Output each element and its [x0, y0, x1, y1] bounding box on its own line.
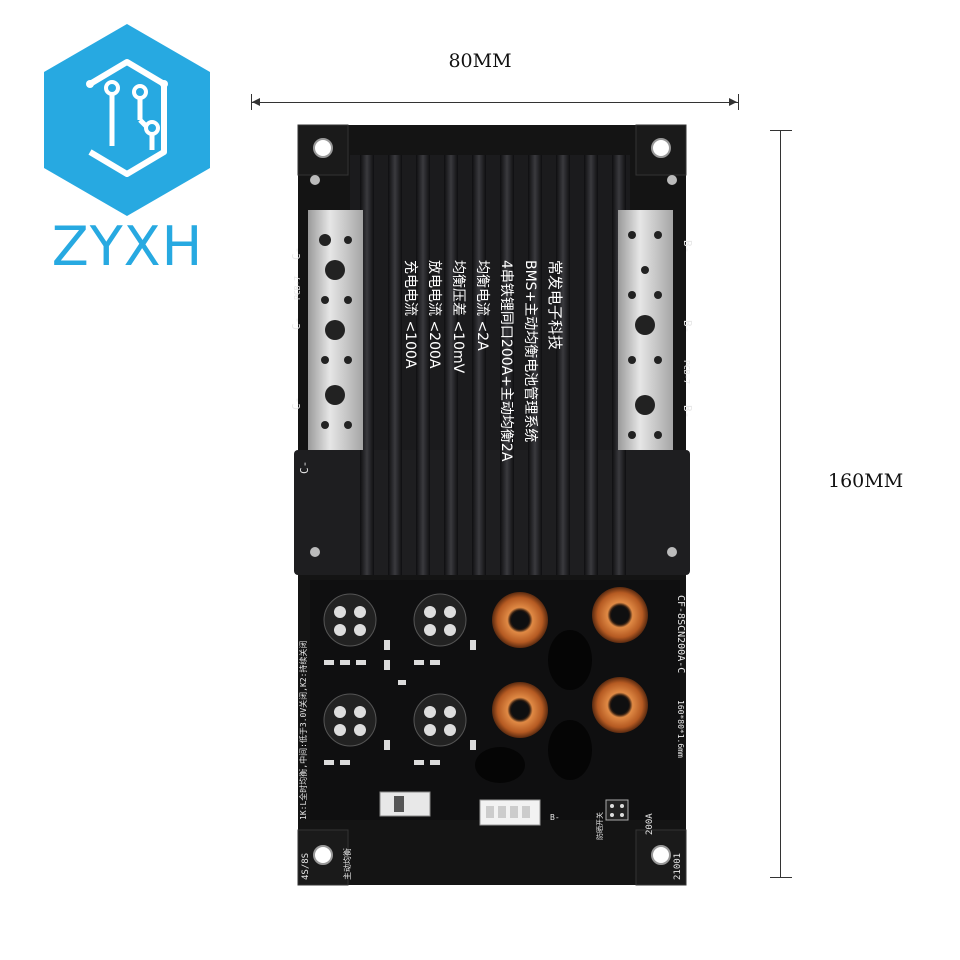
capacitor-cluster-2	[413, 593, 467, 647]
hexagon-circuit-icon	[44, 24, 210, 216]
width-tick-right	[738, 94, 739, 110]
capacitor-cluster-4	[413, 693, 467, 747]
silk-series: 4S/8S	[301, 853, 311, 880]
heatsink-line-6: 充电电流 <100A	[402, 260, 418, 369]
svg-text:C-: C-	[298, 461, 311, 474]
heatsink-line-3: 均衡电流 <2A	[474, 260, 490, 351]
silk-b-minus-bottom: B-	[550, 813, 560, 822]
width-tick-left	[251, 94, 252, 110]
pin-header	[605, 799, 629, 821]
heatsink-fins	[360, 155, 626, 575]
heatsink-label: 常发电子科技 BMS+主动均衡电池管理系统 4串铁锂同口200A+主动均衡2A …	[402, 260, 564, 462]
toroid-inductor-3	[492, 682, 548, 738]
heatsink-line-2: 4串铁锂同口200A+主动均衡2A	[498, 260, 514, 462]
height-dimension-line	[780, 130, 781, 878]
brand-logo: ZYXH	[40, 22, 215, 277]
bus-bar-right	[618, 210, 673, 450]
heatsink-line-5: 放电电流 <200A	[426, 260, 442, 369]
toroid-inductor-1	[492, 592, 548, 648]
width-dimension-label: 80MM	[448, 50, 512, 72]
heatsink	[294, 155, 690, 575]
silk-left: C-	[298, 461, 311, 474]
heatsink-line-4: 均衡压差 <10mV	[450, 260, 466, 374]
heatsink-line-0: 常发电子科技	[546, 260, 564, 350]
bms-board-photo: C- C- C- C- PCB-7 B- B- B- PCB-7 常发电子科技 …	[290, 124, 694, 886]
width-arrow-right-icon	[729, 98, 737, 106]
toroid-inductor-2	[592, 587, 648, 643]
silk-c-minus-2: C-	[290, 317, 303, 330]
capacitor-cluster-1	[323, 593, 377, 647]
height-tick-bottom	[770, 877, 792, 878]
dip-switch	[379, 791, 431, 817]
smd-components	[324, 640, 476, 765]
silk-size: 160*80*1.6mm	[676, 700, 685, 758]
heatsink-line-1: BMS+主动均衡电池管理系统	[522, 260, 538, 442]
width-arrow-left-icon	[252, 98, 260, 106]
height-dimension-label: 160MM	[828, 470, 904, 492]
silk-switch-label: 防晒开关	[595, 812, 604, 840]
capacitor-cluster-3	[323, 693, 377, 747]
silk-pcb7-left: PCB-7	[293, 276, 302, 300]
silk-c-minus-3: C-	[290, 397, 303, 410]
silk-b-minus-1: B-	[681, 240, 694, 253]
bus-bar-left	[308, 210, 363, 450]
component-area	[310, 580, 680, 826]
balance-connector	[479, 799, 541, 826]
silk-b-minus-3: B-	[681, 405, 694, 418]
silk-date: 21001	[673, 853, 683, 880]
silk-model: CF-8SCN200A-C	[675, 595, 686, 673]
silk-b-minus-2: B-	[681, 320, 694, 333]
silk-c-minus-1: C-	[290, 247, 303, 260]
toroid-inductor-4	[592, 677, 648, 733]
silk-pcb7-right: PCB-7	[682, 360, 691, 384]
silk-note: 1K:L全时均衡,中间:低于3.0V关闭,K2:持续关闭	[298, 641, 308, 820]
silk-active-balance: 主动均衡	[342, 848, 352, 880]
width-dimension-line	[251, 102, 739, 103]
height-tick-top	[770, 130, 792, 131]
silk-current: 200A	[645, 813, 655, 835]
glue-blobs	[475, 630, 592, 783]
logo-text: ZYXH	[51, 215, 204, 278]
mounting-tabs	[297, 124, 687, 886]
